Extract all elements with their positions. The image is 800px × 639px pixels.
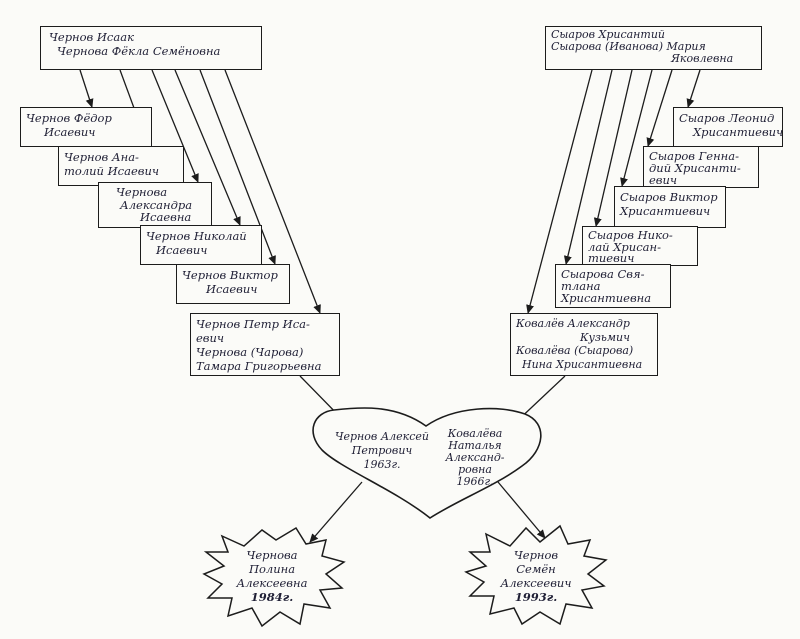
node-line: Чернов Исаак — [49, 30, 134, 44]
arrow-to-nikolay — [174, 69, 241, 226]
node-maternal-child: Сыаров Виктор Хрисантиевич — [614, 186, 726, 228]
node-line: Чернов Фёдор — [26, 111, 112, 125]
node-line: Чернов Алексей — [335, 430, 429, 443]
child-right-star-shape — [464, 524, 608, 626]
child-left-star-shape — [202, 526, 346, 628]
node-line: Чернова (Чарова) — [196, 345, 304, 359]
node-line: Полина — [248, 562, 296, 576]
node-paternal-child: Чернов Николай Исаевич — [140, 225, 262, 265]
node-line: толий Исаевич — [64, 164, 160, 178]
children-arrows — [309, 481, 546, 543]
arrow-heart-to-semen — [497, 481, 546, 539]
node-line: Наталья — [448, 439, 502, 452]
node-line: Сыаров Виктор — [620, 190, 718, 204]
node-line: Сыаров Генна- — [649, 149, 739, 163]
node-line: Исаевич — [44, 125, 96, 139]
node-line: тлана — [561, 279, 601, 293]
node-line: 1984г. — [250, 590, 294, 604]
arrow-to-nikolay-s — [593, 69, 633, 227]
node-line: тиевич — [588, 251, 635, 265]
heart-left-text: Чернов Алексей Петрович 1963г. — [326, 430, 438, 472]
node-line: Семён — [516, 562, 556, 576]
node-line: Тамара Григорьевна — [196, 359, 322, 373]
node-maternal-child: Сыаров Генна- дий Хрисанти- евич — [643, 146, 759, 188]
node-line: Александ- — [445, 451, 505, 464]
arrow-to-leonid — [686, 69, 701, 108]
node-line: Петрович — [351, 444, 413, 457]
node-line: евич — [649, 173, 678, 187]
node-line: Чернова — [246, 548, 298, 562]
node-line: Яковлевна — [671, 52, 734, 65]
node-line: Чернов — [513, 548, 559, 562]
node-line: Ковалёва (Сыарова) — [516, 344, 634, 357]
node-line: евич — [196, 331, 225, 345]
node-maternal-child: Сыаров Нико- лай Хрисан- тиевич — [582, 226, 698, 266]
parents-heart-shape — [312, 407, 542, 519]
node-maternal-child: Сыаров Леонид Хрисантиевич — [673, 107, 783, 147]
child-left-text: Чернова Полина Алексеевна 1984г. — [226, 548, 318, 604]
child-right-text: Чернов Семён Алексеевич 1993г. — [490, 548, 582, 604]
node-line: Сыаров Нико- — [588, 228, 673, 242]
node-line: Исаевна — [140, 210, 192, 224]
arrow-to-gennadiy — [646, 69, 673, 147]
node-line: Чернов Ана- — [64, 150, 139, 164]
arrow-to-viktor-s — [620, 69, 653, 187]
node-paternal-child: Чернова Александра Исаевна — [98, 182, 212, 228]
node-line: Хрисантиевич — [693, 125, 783, 139]
node-line: Александра — [120, 197, 193, 212]
arrow-to-petr — [224, 69, 321, 314]
node-line: Алексеевна — [236, 576, 308, 590]
node-line: Сыаров Леонид — [679, 111, 775, 125]
node-line: Сыарова Свя- — [561, 267, 645, 281]
node-line: Сыаров Хрисантий — [551, 28, 666, 41]
arrow-to-svetlana — [563, 69, 613, 265]
node-line: Чернов Николай — [146, 229, 247, 243]
heart-right-text: Ковалёва Наталья Александ- ровна 1966г. — [432, 428, 518, 488]
node-line: 1963г. — [363, 458, 401, 471]
arrow-to-nina — [526, 69, 593, 314]
node-line: лай Хрисан- — [588, 239, 661, 254]
node-line: дий Хрисанти- — [649, 161, 741, 175]
node-line: Алексеевич — [500, 576, 572, 590]
arrow-to-aleksandra — [151, 69, 199, 183]
node-line: Исаевич — [206, 282, 258, 296]
node-line: Исаевич — [156, 243, 208, 257]
node-line: Нина Хрисантиевна — [522, 357, 643, 371]
node-line: Чернова — [116, 185, 168, 199]
node-line: 1966г. — [456, 475, 494, 488]
node-line: Ковалёв Александр — [516, 317, 630, 330]
node-line: Хрисантиевна — [561, 291, 652, 305]
node-line: Чернов Петр Иса- — [196, 317, 310, 331]
node-line: Кузьмич — [580, 330, 630, 344]
node-line: Сыарова (Иванова) Мария — [551, 40, 706, 53]
node-line: Чернова Фёкла Семёновна — [57, 44, 221, 58]
node-maternal-child: Сыарова Свя- тлана Хрисантиевна — [555, 264, 671, 308]
node-line: 1993г. — [514, 590, 558, 604]
node-line: Ковалёва — [447, 427, 503, 440]
node-father-couple: Чернов Петр Иса- евич Чернова (Чарова) Т… — [190, 313, 340, 376]
node-line: ровна — [458, 463, 492, 476]
maternal-arrows — [526, 69, 701, 314]
node-line: Хрисантиевич — [620, 204, 711, 218]
node-paternal-child: Чернов Ана- толий Исаевич — [58, 146, 184, 186]
arrow-heart-to-polina — [309, 481, 363, 543]
node-maternal-grandparents: Сыаров Хрисантий Сыарова (Иванова) Мария… — [545, 26, 762, 70]
node-mother-couple: Ковалёв Александр Кузьмич Ковалёва (Сыар… — [510, 313, 658, 376]
node-paternal-child: Чернов Виктор Исаевич — [176, 264, 290, 304]
node-line: Чернов Виктор — [182, 268, 278, 282]
node-paternal-child: Чернов Фёдор Исаевич — [20, 107, 152, 147]
node-paternal-grandparents: Чернов Исаак Чернова Фёкла Семёновна — [40, 26, 262, 70]
arrow-to-fedor — [79, 69, 94, 108]
arrow-to-viktor — [199, 69, 276, 265]
